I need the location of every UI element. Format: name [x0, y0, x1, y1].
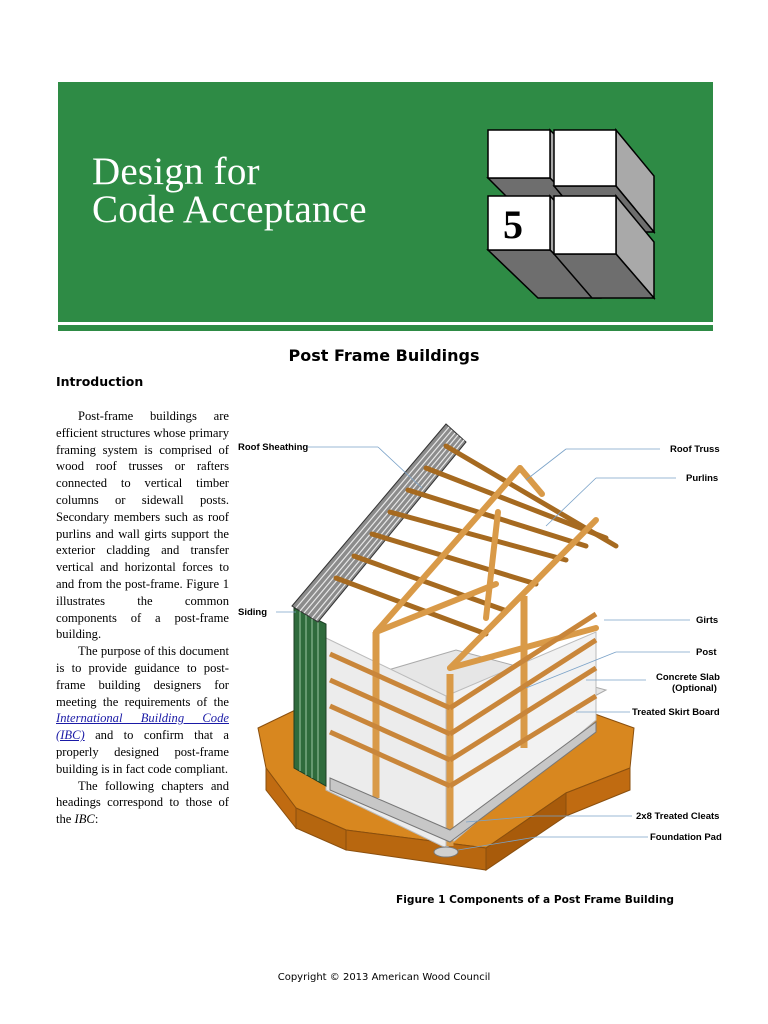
- skirt-board: [329, 721, 597, 843]
- block-bottom-right: [552, 193, 656, 301]
- label-treated-cleats: 2x8 Treated Cleats: [636, 811, 719, 822]
- section-heading-introduction: Introduction: [56, 374, 144, 389]
- label-siding: Siding: [238, 607, 267, 618]
- wall-siding: [293, 607, 327, 787]
- paragraph-2-continuation: and to confirm that a properly designed …: [56, 728, 229, 776]
- ibc-abbreviation: IBC: [74, 812, 95, 827]
- chapter-title: Design for Code Acceptance: [92, 150, 367, 231]
- banner-rule: [58, 325, 713, 331]
- figure-caption: Figure 1 Components of a Post Frame Buil…: [396, 894, 675, 906]
- wall-girts: [328, 611, 598, 789]
- label-post: Post: [696, 647, 717, 658]
- post-frame-figure: Roof Sheathing Roof Truss Purlins Siding…: [238, 423, 722, 871]
- label-girts: Girts: [696, 615, 718, 626]
- copyright-footer: Copyright © 2013 American Wood Council: [277, 972, 491, 983]
- chapter-number: 5: [503, 202, 523, 247]
- chapter-title-line2: Code Acceptance: [92, 188, 367, 231]
- label-foundation-pad: Foundation Pad: [650, 832, 722, 843]
- body-text: Post-frame buildings are efficient struc…: [56, 408, 229, 828]
- chapter-title-line1: Design for: [92, 150, 260, 193]
- roof-purlins: [333, 443, 619, 637]
- label-treated-skirt-board: Treated Skirt Board: [632, 707, 720, 718]
- label-roof-truss: Roof Truss: [670, 444, 720, 455]
- label-roof-sheathing: Roof Sheathing: [238, 442, 308, 453]
- paragraph-3: The following chapters and headings corr…: [56, 778, 229, 828]
- label-concrete-slab-optional: (Optional): [672, 683, 717, 694]
- ibc-link[interactable]: International Building Code (IBC): [56, 711, 229, 743]
- paragraph-3-text: The following chapters and headings corr…: [56, 778, 229, 827]
- roof-sheathing: [291, 423, 467, 623]
- paragraph-2: The purpose of this document is to provi…: [56, 643, 229, 777]
- roof-truss: [373, 465, 599, 671]
- leader-lines: [276, 446, 690, 851]
- label-purlins: Purlins: [686, 473, 718, 484]
- chapter-number-blocks: 5: [486, 127, 656, 301]
- foundation-pad: [433, 846, 459, 858]
- paragraph-1: Post-frame buildings are efficient struc…: [56, 409, 229, 642]
- page-subtitle: Post Frame Buildings: [288, 346, 480, 365]
- paragraph-3-end: :: [94, 812, 99, 827]
- label-concrete-slab: Concrete Slab: [656, 672, 720, 683]
- paragraph-2-text: The purpose of this document is to provi…: [56, 644, 229, 709]
